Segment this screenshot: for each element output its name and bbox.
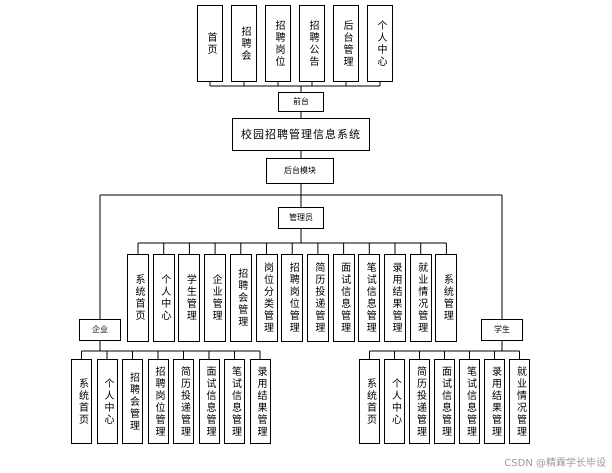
- admin-item-12: 系统管理: [435, 254, 458, 342]
- frontend-item-3: 招聘公告: [299, 5, 325, 82]
- admin-item-10: 录用结果管理: [384, 254, 406, 342]
- admin-item-4: 招聘会管理: [229, 254, 252, 342]
- backend-node: 后台模块: [266, 158, 334, 184]
- admin-item-8: 面试信息管理: [332, 254, 355, 342]
- student-node: 学生: [481, 319, 523, 341]
- system-title: 校园招聘管理信息系统: [241, 128, 361, 141]
- system-title-node: 校园招聘管理信息系统: [232, 118, 370, 151]
- enterprise-item-0: 系统首页: [71, 359, 92, 444]
- student-item-5: 录用结果管理: [484, 359, 505, 444]
- watermark: CSDN @精霖学长毕设: [504, 458, 606, 469]
- enterprise-item-4: 简历投递管理: [173, 359, 194, 444]
- student-item-3: 面试信息管理: [434, 359, 455, 444]
- enterprise-item-1: 个人中心: [96, 359, 118, 444]
- student-item-6: 就业情况管理: [509, 359, 530, 444]
- enterprise-item-7: 录用结果管理: [249, 359, 271, 444]
- frontend-item-4: 后台管理: [333, 5, 359, 82]
- admin-node: 管理员: [278, 207, 324, 229]
- student-item-0: 系统首页: [359, 359, 380, 444]
- enterprise-label: 企业: [92, 324, 108, 334]
- frontend-item-2: 招聘岗位: [265, 5, 291, 82]
- admin-item-3: 企业管理: [204, 254, 227, 342]
- admin-item-1: 个人中心: [152, 254, 175, 342]
- student-item-2: 简历投递管理: [409, 359, 430, 444]
- enterprise-item-3: 招聘岗位管理: [147, 359, 169, 444]
- student-label: 学生: [494, 324, 510, 334]
- frontend-node: 前台: [278, 92, 324, 112]
- frontend-item-5: 个人中心: [367, 5, 393, 82]
- admin-item-0: 系统首页: [127, 254, 149, 342]
- admin-item-11: 就业情况管理: [409, 254, 432, 342]
- enterprise-item-2: 招聘会管理: [122, 359, 143, 444]
- admin-item-9: 笔试信息管理: [358, 254, 381, 342]
- enterprise-node: 企业: [79, 319, 121, 341]
- admin-item-7: 简历投递管理: [306, 254, 329, 342]
- frontend-item-1: 招聘会: [231, 5, 257, 82]
- backend-label: 后台模块: [284, 165, 316, 175]
- frontend-label: 前台: [293, 96, 309, 106]
- student-item-4: 笔试信息管理: [459, 359, 480, 444]
- admin-item-6: 招聘岗位管理: [281, 254, 304, 342]
- admin-item-2: 学生管理: [178, 254, 201, 342]
- enterprise-item-5: 面试信息管理: [198, 359, 220, 444]
- enterprise-item-6: 笔试信息管理: [224, 359, 245, 444]
- frontend-item-0: 首页: [197, 5, 223, 82]
- admin-label: 管理员: [289, 212, 313, 222]
- student-item-1: 个人中心: [384, 359, 405, 444]
- admin-item-5: 岗位分类管理: [255, 254, 278, 342]
